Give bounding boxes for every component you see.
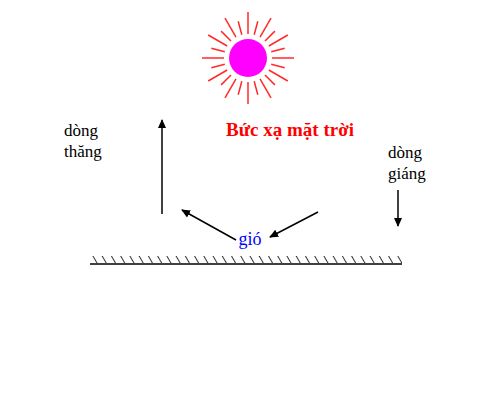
sun-ray xyxy=(260,79,271,98)
sun-ray xyxy=(208,70,227,81)
ground-line xyxy=(90,263,402,265)
downdraft-label: dòng giáng xyxy=(388,142,448,185)
downdraft-arrow xyxy=(397,190,399,226)
updraft-arrow xyxy=(161,120,163,214)
wind-arrow-right xyxy=(270,212,318,237)
radiation-label: Bức xạ mặt trời xyxy=(226,118,354,142)
sun-ray xyxy=(221,75,231,85)
sun-ray xyxy=(211,64,225,68)
sun xyxy=(229,39,267,77)
updraft-label: dòng thăng xyxy=(64,120,128,163)
sun-ray xyxy=(265,31,275,41)
sun-ray xyxy=(271,64,285,68)
sun-ray xyxy=(272,57,294,59)
sun-ray xyxy=(221,31,231,41)
sun-ray xyxy=(271,48,285,52)
sun-ray xyxy=(247,82,249,104)
sun-ray xyxy=(238,81,242,95)
sun-ray xyxy=(225,79,236,98)
sun-ray xyxy=(269,70,288,81)
sun-ray xyxy=(254,21,258,35)
sun-ray xyxy=(260,18,271,37)
sun-ray xyxy=(208,35,227,46)
wind-arrow-left xyxy=(182,210,236,240)
sun-ray xyxy=(265,75,275,85)
sun-ray xyxy=(269,35,288,46)
sun-ray xyxy=(238,21,242,35)
sun-ray xyxy=(211,48,225,52)
sun-rays xyxy=(202,12,294,104)
sun-ray xyxy=(254,81,258,95)
sun-ray xyxy=(202,57,224,59)
sun-ray xyxy=(247,12,249,34)
wind-label: gió xyxy=(238,228,261,251)
sun-ray xyxy=(225,18,236,37)
ground xyxy=(90,256,402,263)
